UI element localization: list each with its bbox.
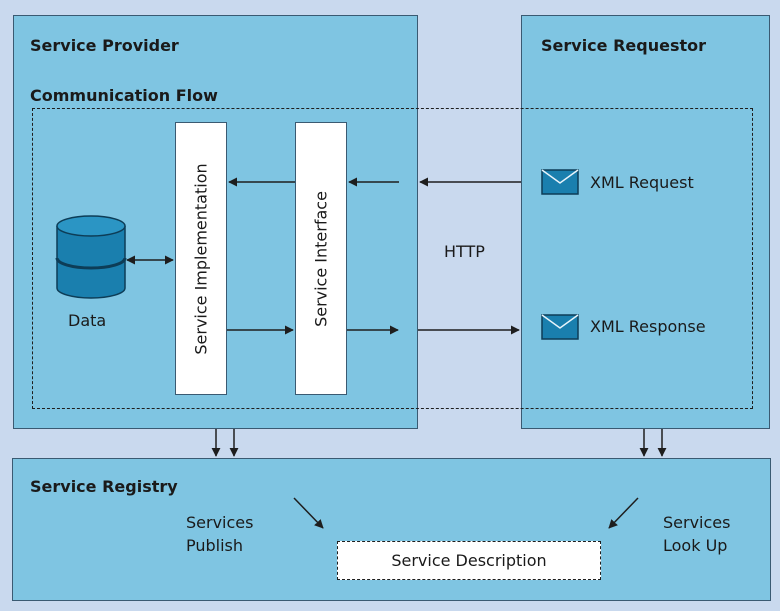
xml-request-label: XML Request: [590, 173, 694, 192]
service-registry-title: Service Registry: [30, 477, 178, 496]
communication-flow-frame: [32, 108, 753, 409]
database-icon: [55, 215, 127, 299]
service-provider-title: Service Provider: [30, 36, 179, 55]
service-interface-box: Service Interface: [295, 122, 347, 395]
service-implementation-box: Service Implementation: [175, 122, 227, 395]
http-label: HTTP: [444, 242, 485, 261]
services-lookup-line1: Services: [663, 513, 731, 532]
publish-arrow: [293, 497, 324, 529]
xml-response-label: XML Response: [590, 317, 706, 336]
service-description-label: Service Description: [391, 551, 547, 570]
service-requestor-title: Service Requestor: [541, 36, 707, 55]
communication-flow-title: Communication Flow: [30, 86, 218, 105]
services-lookup-line2: Look Up: [663, 536, 728, 555]
lookup-arrow: [608, 497, 639, 529]
services-publish-line2: Publish: [186, 536, 244, 555]
envelope-icon: [541, 314, 579, 340]
service-description-box: Service Description: [337, 541, 601, 580]
services-publish-line1: Services: [186, 513, 254, 532]
data-label: Data: [68, 311, 107, 330]
envelope-icon: [541, 169, 579, 195]
service-requestor-box: [521, 15, 770, 429]
